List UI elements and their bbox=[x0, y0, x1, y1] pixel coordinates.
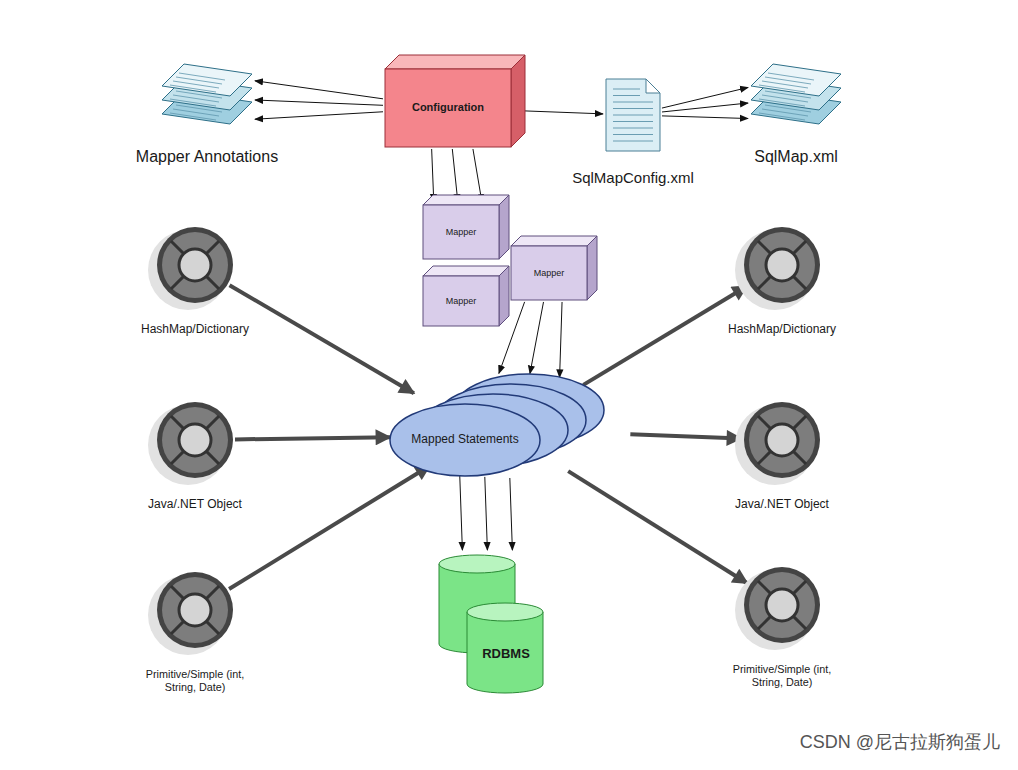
flow-arrow bbox=[460, 473, 463, 550]
xml-document-icon: SqlMapConfig.xml bbox=[548, 75, 718, 193]
text-area: Mapper bbox=[423, 276, 499, 326]
configuration-box: Configuration bbox=[385, 55, 525, 147]
node-label: Primitive/Simple (int, String, Date) bbox=[132, 668, 258, 694]
node-label: HashMap/Dictionary bbox=[728, 322, 836, 336]
flow-arrow bbox=[568, 471, 747, 583]
text-area: Java/.NET Object bbox=[712, 493, 852, 515]
node-label: Mapper Annotations bbox=[136, 147, 278, 166]
text-area: Java/.NET Object bbox=[125, 493, 265, 515]
mapped-statements-ellipse: Mapped Statements bbox=[388, 362, 633, 478]
node-label: Mapped Statements bbox=[411, 432, 518, 446]
document-stack-icon: Mapper Annotations bbox=[112, 62, 302, 174]
node-label: SqlMapConfig.xml bbox=[572, 169, 694, 187]
flow-arrow bbox=[230, 285, 414, 393]
rdbms-cylinder-outline bbox=[435, 553, 547, 695]
flow-arrow bbox=[473, 149, 482, 202]
data-type-circle: Java/.NET Object bbox=[125, 397, 265, 517]
node-label: HashMap/Dictionary bbox=[141, 322, 249, 336]
data-type-circle: Primitive/Simple (int, String, Date) bbox=[712, 562, 852, 697]
flow-arrow bbox=[432, 149, 434, 202]
flow-arrow bbox=[255, 81, 383, 99]
flow-arrow bbox=[229, 466, 430, 589]
data-type-circle: HashMap/Dictionary bbox=[125, 222, 265, 342]
text-area: Mapper bbox=[511, 246, 587, 300]
flow-arrow bbox=[662, 87, 748, 108]
document-stack-icon: SqlMap.xml bbox=[738, 62, 854, 174]
configuration-box-outline bbox=[385, 55, 525, 147]
node-label: Mapper bbox=[446, 227, 477, 238]
flow-arrow bbox=[513, 110, 603, 113]
flow-arrow bbox=[583, 286, 747, 385]
mapper-box: Mapper bbox=[511, 236, 597, 300]
text-area: SqlMap.xml bbox=[738, 144, 854, 170]
flow-arrow bbox=[235, 437, 390, 439]
text-area: Mapped Statements bbox=[392, 426, 538, 452]
data-type-circle: Java/.NET Object bbox=[712, 397, 852, 517]
text-area: HashMap/Dictionary bbox=[125, 318, 265, 340]
flow-arrow bbox=[255, 100, 383, 105]
flow-arrow bbox=[662, 103, 748, 112]
flow-arrow bbox=[662, 116, 748, 119]
mapper-box: Mapper bbox=[423, 266, 509, 326]
text-area: Configuration bbox=[385, 69, 511, 147]
node-label: Configuration bbox=[412, 101, 484, 114]
node-label: Primitive/Simple (int, String, Date) bbox=[719, 663, 845, 689]
node-label: RDBMS bbox=[482, 646, 530, 662]
flow-arrow bbox=[485, 477, 488, 550]
node-label: Mapper bbox=[446, 296, 477, 307]
flow-arrow bbox=[530, 302, 544, 374]
text-area: Mapper Annotations bbox=[112, 144, 302, 170]
flow-arrow bbox=[510, 478, 513, 550]
node-label: SqlMap.xml bbox=[754, 147, 838, 166]
mapper-box: Mapper bbox=[423, 195, 509, 259]
text-area: Mapper bbox=[423, 205, 499, 259]
text-area: SqlMapConfig.xml bbox=[548, 165, 718, 191]
node-label: Mapper bbox=[534, 268, 565, 279]
text-area: Primitive/Simple (int, String, Date) bbox=[719, 658, 845, 694]
rdbms-cylinder: RDBMS bbox=[435, 553, 547, 695]
node-label: Java/.NET Object bbox=[148, 497, 242, 511]
watermark: CSDN @尼古拉斯狗蛋儿 bbox=[800, 732, 1000, 754]
flow-arrow bbox=[560, 302, 562, 377]
text-area: RDBMS bbox=[469, 641, 543, 667]
flow-arrow bbox=[255, 112, 383, 119]
text-area: HashMap/Dictionary bbox=[712, 318, 852, 340]
data-type-circle: Primitive/Simple (int, String, Date) bbox=[125, 567, 265, 702]
node-label: Java/.NET Object bbox=[735, 497, 829, 511]
data-type-circle: HashMap/Dictionary bbox=[712, 222, 852, 342]
flow-arrow bbox=[630, 434, 741, 438]
mapped-statements-ellipse-outline bbox=[388, 362, 633, 478]
text-area: Primitive/Simple (int, String, Date) bbox=[132, 663, 258, 699]
flow-arrow bbox=[452, 149, 458, 202]
